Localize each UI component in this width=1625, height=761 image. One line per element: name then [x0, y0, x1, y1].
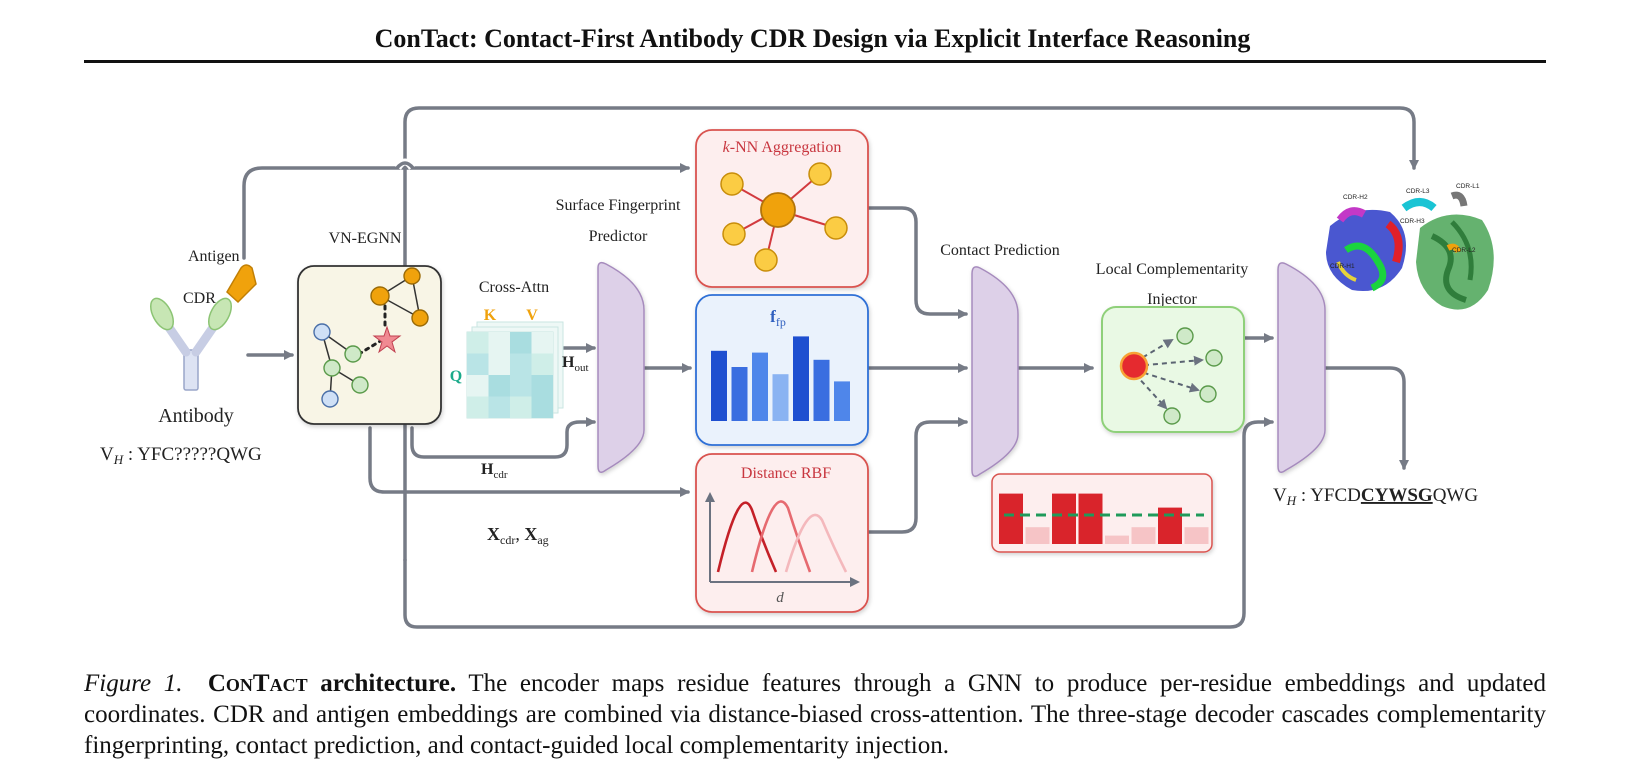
sfp-trapezoid [597, 261, 645, 473]
ffp-title: ffp [770, 307, 786, 329]
attention-cell [467, 353, 489, 375]
distance-rbf-box: Distance RBF d [695, 453, 869, 613]
x-coords-label: Xcdr, Xag [487, 524, 549, 547]
sfp-label-line2: Predictor [589, 228, 648, 245]
page-title: ConTact: Contact-First Antibody CDR Desi… [374, 24, 1251, 53]
structure-cdr-label: CDR-H2 [1343, 194, 1368, 201]
caption-heading: architecture. [307, 670, 457, 697]
contact-bar [1158, 507, 1182, 544]
h-cdr-label: Hcdr [481, 461, 508, 481]
attention-cell [488, 353, 510, 375]
crossing-hop-line [395, 161, 415, 170]
attention-cell [467, 375, 489, 397]
contact-bar [1052, 493, 1076, 544]
k-label: K [484, 307, 497, 324]
flow-arrows [242, 106, 1419, 629]
h-out-label: Hout [562, 354, 589, 374]
contact-trapezoid [971, 266, 1019, 477]
structure-cdr-label: CDR-L3 [1406, 188, 1430, 195]
ffp-bars [711, 336, 850, 421]
figure-caption: Figure 1. ConTact architecture. The enco… [84, 668, 1546, 761]
attention-cell [531, 396, 553, 418]
attention-cell [467, 396, 489, 418]
rbf-axis-label: d [776, 590, 784, 606]
attention-cell [467, 332, 489, 354]
structure-cdr-label: CDR-H3 [1400, 218, 1425, 225]
attention-cell [488, 375, 510, 397]
ffp-bar [834, 381, 850, 421]
attention-cell [510, 396, 532, 418]
q-label: Q [450, 368, 462, 385]
contact-bar [1078, 493, 1103, 544]
knn-aggregation-box: k-NN Aggregation [695, 129, 869, 288]
attention-cell [531, 375, 553, 397]
rbf-title: Distance RBF [741, 465, 831, 482]
contact-bar [1025, 527, 1050, 544]
attention-cell [510, 375, 532, 397]
contact-bar [999, 493, 1023, 544]
decoder-trapezoid [1277, 262, 1326, 473]
antibody-icon [149, 297, 233, 391]
caption-figure-number: Figure 1. [84, 670, 183, 697]
contact-bar [1105, 535, 1129, 544]
attention-cell [531, 332, 553, 354]
contact-bar [1131, 527, 1156, 544]
contact-map-box [991, 473, 1213, 553]
antibody-label: Antibody [158, 405, 234, 427]
attention-cell [488, 332, 510, 354]
contact-bars [999, 493, 1209, 544]
attention-cell [531, 353, 553, 375]
ffp-bar [711, 350, 727, 421]
title-rule [84, 60, 1546, 63]
encoder-box [297, 265, 442, 425]
v-label: V [526, 307, 538, 324]
sfp-label-line1: Surface Fingerprint [556, 197, 681, 214]
knn-title: k-NN Aggregation [723, 139, 842, 156]
architecture-figure: Antigen CDR Antibody VH : YFC?????QWG VN… [100, 106, 1494, 629]
lci-label-line2: Injector [1147, 291, 1197, 308]
attention-cell [510, 353, 532, 375]
structure-cdr-label: CDR-L1 [1456, 183, 1480, 190]
cross-attn-label: Cross-Attn [479, 279, 549, 296]
antigen-icon [226, 264, 257, 304]
encoder-label: VN-EGNN [329, 230, 402, 247]
fingerprint-box: ffp [695, 294, 869, 446]
ffp-bar [813, 359, 830, 421]
contact-prediction-label: Contact Prediction [940, 242, 1060, 259]
cdr-label: CDR [183, 290, 216, 307]
attention-cell [488, 396, 510, 418]
antigen-label: Antigen [188, 248, 240, 265]
output-sequence: VH : YFCDCYWSGQWG [1273, 485, 1478, 508]
input-sequence: VH : YFC?????QWG [100, 444, 262, 467]
attention-matrix [466, 321, 564, 419]
lci-label-line1: Local Complementarity [1096, 261, 1248, 278]
ffp-bar [731, 367, 748, 421]
ffp-bar [772, 374, 789, 421]
caption-model-name: ConTact [207, 670, 308, 697]
attention-cell [510, 332, 532, 354]
ffp-bar [752, 352, 768, 421]
lci-box [1101, 306, 1245, 433]
ffp-bar [793, 336, 809, 421]
structure-cdr-label: CDR-L2 [1452, 247, 1476, 254]
structure-cdr-label: CDR-H1 [1330, 263, 1355, 270]
contact-bar [1184, 527, 1209, 544]
